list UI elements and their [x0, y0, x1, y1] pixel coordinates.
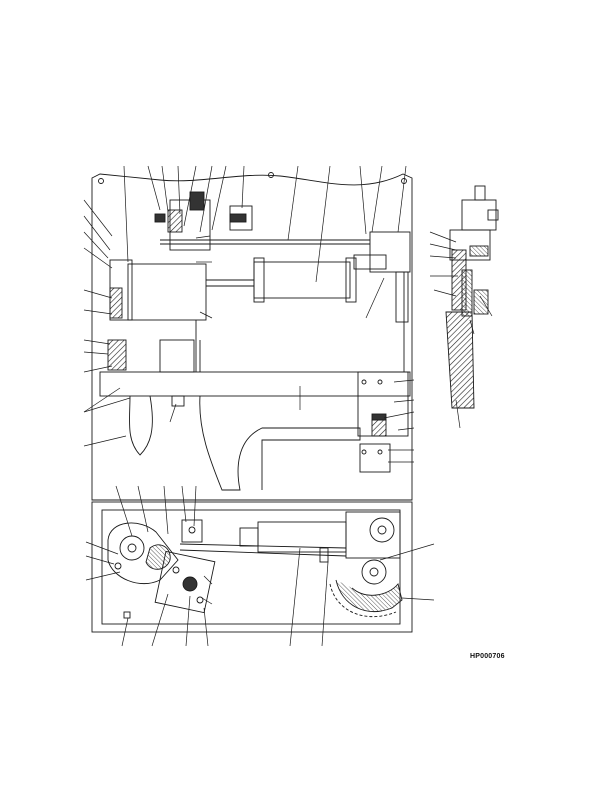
side-nut: [487, 209, 499, 221]
cam-arc-outer: [329, 583, 397, 617]
upper-view: [91, 172, 413, 501]
side-body-hatch: [469, 245, 489, 257]
small-block-dark2: [229, 213, 247, 223]
right-block: [369, 231, 411, 273]
clip-block: [229, 205, 253, 231]
side-lower-block: [473, 289, 489, 315]
upper-plate-hole-tl: [98, 178, 104, 184]
right-pivot: [369, 517, 395, 543]
cylinder-head: [253, 257, 265, 303]
right-bracket: [395, 271, 409, 323]
right-plate-lower: [359, 443, 391, 473]
lower-base-plate: [91, 501, 413, 633]
lower-view: [91, 501, 413, 633]
small-block-dark: [154, 213, 166, 223]
horizontal-beam: [99, 371, 411, 397]
lower-rod: [179, 543, 347, 549]
pivot-lobe: [145, 544, 171, 570]
cylinder-end-cap: [345, 257, 357, 303]
small-fitting: [171, 395, 185, 407]
right-block-inner: [353, 254, 387, 270]
mount-block-left: [127, 263, 207, 321]
upper-callouts: [83, 165, 415, 463]
curved-casting: [199, 395, 361, 491]
left-bracket-hatched: [109, 287, 123, 319]
pivot-lever: [107, 522, 179, 585]
lower-callouts: [85, 485, 435, 647]
cam-arc: [335, 579, 403, 612]
cylinder-body: [253, 261, 351, 299]
bearing: [182, 576, 198, 592]
figure-reference-code: HP000706: [470, 653, 505, 660]
upper-base-plate: [91, 173, 413, 501]
right-plate-dark: [371, 413, 387, 421]
mount-block-dark: [189, 191, 205, 211]
beam-roller: [159, 339, 195, 373]
pivot-boss: [119, 535, 145, 561]
mount-block-hatched: [167, 209, 183, 233]
lower-inner-plate: [101, 509, 401, 625]
side-top-block: [461, 199, 497, 231]
side-top-fitting: [474, 185, 486, 201]
right-plate-hatched: [371, 419, 387, 437]
upper-plate-hole-tr: [268, 172, 274, 178]
cam-wheel: [361, 559, 387, 585]
side-body: [449, 229, 491, 261]
left-block-lower: [107, 339, 127, 371]
side-spring: [461, 269, 473, 317]
hose: [129, 395, 153, 456]
right-pivot-block: [345, 511, 401, 559]
side-view: [445, 185, 499, 409]
side-blade: [445, 311, 475, 409]
side-callouts: [429, 231, 493, 429]
bearing-block: [154, 550, 216, 614]
